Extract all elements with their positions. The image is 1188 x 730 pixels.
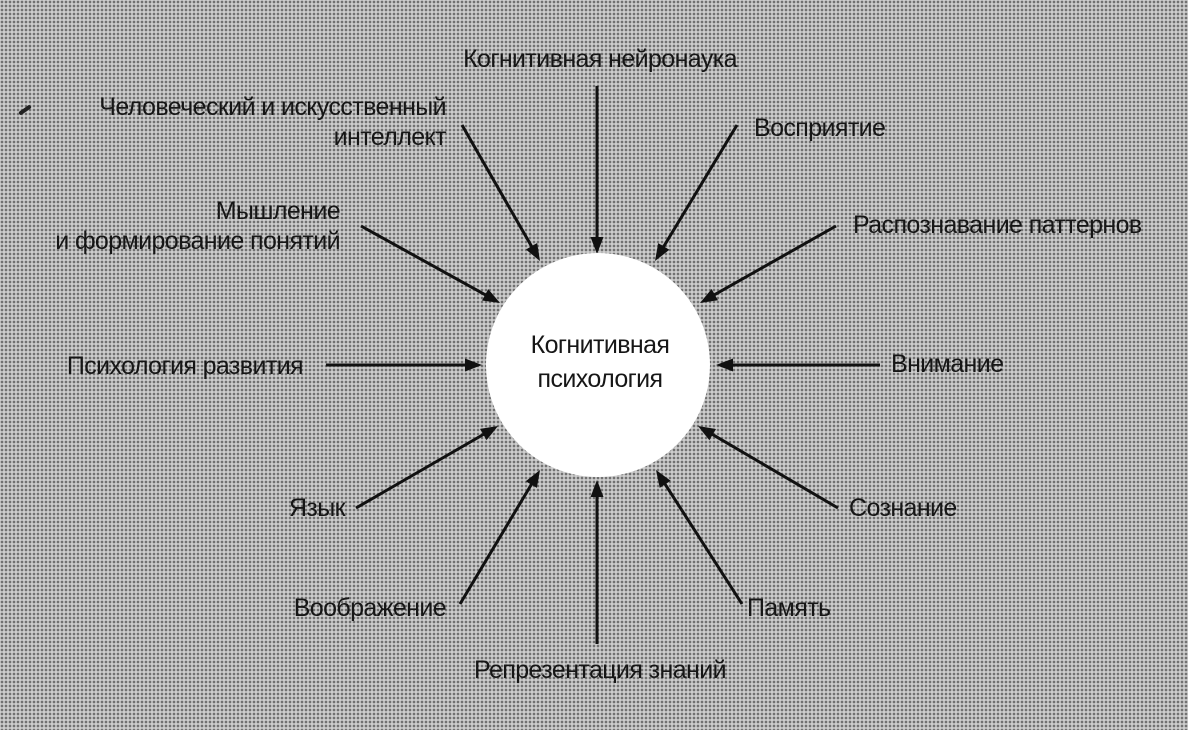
arrow-shaft [355,432,486,510]
node-imagination: Воображение [200,593,447,623]
node-developmental-psychology: Психология развития [20,351,304,381]
arrow-head [700,288,718,303]
node-label-line: и формирование понятий [55,227,340,255]
arrow-shaft [712,224,837,297]
center-label-line-2: психология [537,365,664,393]
arrow-shaft [360,224,488,298]
arrow-head [525,243,540,261]
node-perception: Восприятие [754,113,886,143]
arrow-from-cognitive-neuroscience [590,86,604,254]
arrow-shaft [460,124,534,249]
arrow-head [480,426,498,441]
node-language: Язык [200,493,346,523]
arrow-head [655,243,670,261]
node-label-line: Человеческий и искусственный [99,93,446,121]
node-label-line: Восприятие [754,114,886,142]
arrow-shaft [458,482,534,605]
center-label: Когнитивная психология [500,328,700,396]
arrow-from-attention [716,358,880,372]
arrow-from-human-artificial-intelligence [460,124,540,261]
arrow-head [465,358,482,372]
node-label-line: Внимание [891,350,1004,378]
node-label-line: Распознавание паттернов [853,211,1142,239]
arrow-from-imagination [458,470,540,605]
node-label-line: Когнитивная нейронаука [463,45,737,73]
arrow-from-thinking-concept-formation [360,224,500,303]
arrow-head [656,470,671,488]
node-label-line: Мышление [215,197,341,225]
arrow-shaft [710,432,839,510]
arrow-from-pattern-recognition [700,224,837,303]
node-label-line: Сознание [849,494,957,522]
arrow-head [698,426,716,441]
arrow-head [525,470,540,488]
arrow-from-memory [656,470,744,605]
arrow-from-developmental-psychology [326,358,482,372]
arrow-head [716,358,733,372]
node-label-line: Репрезентация знаний [474,656,727,684]
node-cognitive-neuroscience: Когнитивная нейронаука [440,44,760,74]
node-pattern-recognition: Распознавание паттернов [853,210,1142,240]
arrow-from-perception [655,124,739,261]
center-circle [486,253,710,477]
node-attention: Внимание [891,349,1004,379]
node-label-line: Язык [288,494,346,522]
arrow-from-knowledge-representation [590,480,604,644]
node-human-artificial-intelligence: Человеческий и искусственный интеллект [40,92,446,152]
arrow-shaft [662,481,744,605]
arrow-from-consciousness [698,426,839,510]
node-memory: Память [747,593,831,623]
node-label-line: Психология развития [66,352,304,380]
center-label-line-1: Когнитивная [530,331,670,359]
node-thinking-concept-formation: Мышление и формирование понятий [10,196,340,256]
arrow-head [590,480,604,497]
arrow-shaft [661,124,739,249]
node-label-line: Воображение [293,594,447,622]
arrow-head [481,289,500,303]
node-consciousness: Сознание [849,493,957,523]
node-knowledge-representation: Репрезентация знаний [440,655,760,685]
arrow-head [590,237,604,254]
arrow-from-language [355,426,498,510]
node-label-line: интеллект [333,123,447,151]
arrow-group [326,86,880,644]
node-label-line: Память [747,594,831,622]
